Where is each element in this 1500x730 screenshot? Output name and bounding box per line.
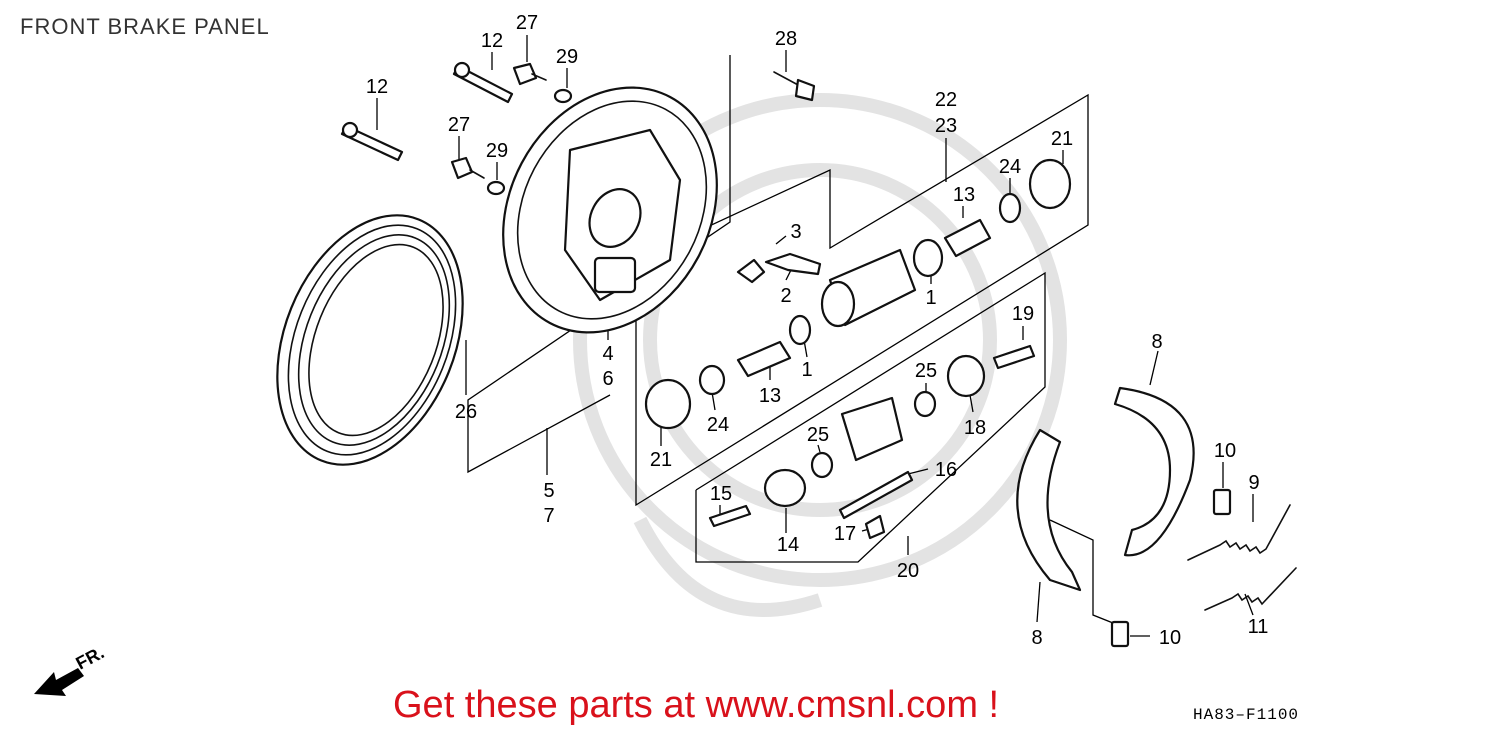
leader-lines — [376, 35, 1254, 637]
callout-14: 14 — [777, 534, 799, 556]
callout-22: 22 — [935, 89, 957, 111]
bolts — [340, 61, 816, 196]
callout-29: 29 — [556, 46, 578, 68]
callout-8: 8 — [1151, 331, 1162, 353]
callout-16: 16 — [935, 459, 957, 481]
callout-13: 13 — [953, 184, 975, 206]
callout-13: 13 — [759, 385, 781, 407]
drum-seal — [276, 214, 464, 466]
callout-7: 7 — [543, 505, 554, 527]
callout-21: 21 — [1051, 128, 1073, 150]
callout-12: 12 — [481, 30, 503, 52]
callout-21: 21 — [650, 449, 672, 471]
callout-25: 25 — [807, 424, 829, 446]
callout-27: 27 — [516, 12, 538, 34]
callout-25: 25 — [915, 360, 937, 382]
front-arrow-icon: FR. — [34, 642, 107, 696]
brake-panel — [502, 86, 718, 334]
assembly-outlines — [467, 55, 1089, 563]
callout-27: 27 — [448, 114, 470, 136]
callout-15: 15 — [710, 483, 732, 505]
callout-9: 9 — [1248, 472, 1259, 494]
callout-19: 19 — [1012, 303, 1034, 325]
callout-4: 4 — [602, 343, 613, 365]
callout-11: 11 — [1248, 616, 1269, 638]
wheel-cylinder-upper — [736, 158, 1072, 328]
callout-26: 26 — [455, 401, 477, 423]
callout-labels: 1 1 2 3 4 6 5 7 8 8 9 10 10 11 12 12 13 … — [366, 12, 1269, 649]
springs — [1110, 488, 1297, 648]
page-title: FRONT BRAKE PANEL — [20, 14, 270, 39]
callout-20: 20 — [897, 560, 919, 582]
wheel-cylinder-lower — [644, 314, 1036, 540]
callout-24: 24 — [707, 414, 729, 436]
callout-1: 1 — [801, 359, 812, 381]
callout-5: 5 — [543, 480, 554, 502]
callout-2: 2 — [780, 285, 791, 307]
callout-28: 28 — [775, 28, 797, 50]
callout-29: 29 — [486, 140, 508, 162]
watermark-logo — [573, 93, 1067, 617]
callout-23: 23 — [935, 115, 957, 137]
callout-3: 3 — [790, 221, 801, 243]
callout-24: 24 — [999, 156, 1021, 178]
callout-18: 18 — [964, 417, 986, 439]
callout-10: 10 — [1214, 440, 1236, 462]
callout-17: 17 — [834, 523, 856, 545]
callout-8: 8 — [1031, 627, 1042, 649]
drawing-code: HA83–F1100 — [1193, 706, 1300, 724]
callout-10: 10 — [1159, 627, 1181, 649]
callout-6: 6 — [602, 368, 613, 390]
callout-1: 1 — [925, 287, 936, 309]
parts-shop-link[interactable]: Get these parts at www.cmsnl.com ! — [393, 684, 1000, 726]
callout-12: 12 — [366, 76, 388, 98]
brake-shoes — [1016, 386, 1195, 592]
